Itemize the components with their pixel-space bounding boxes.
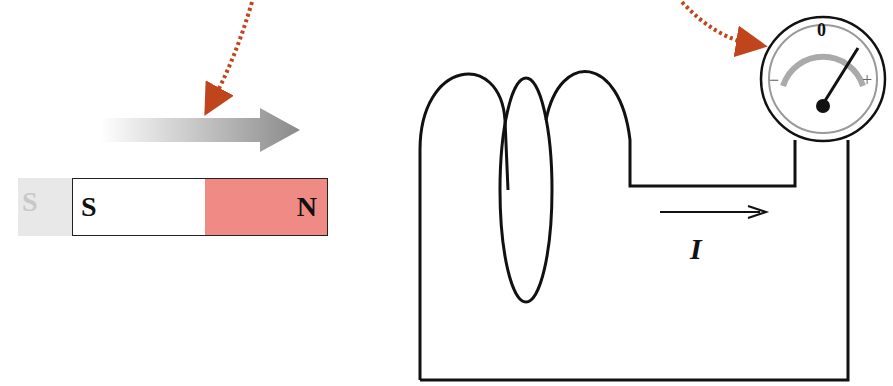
current-label: I bbox=[690, 232, 702, 266]
scale-plus: + bbox=[862, 70, 872, 91]
scale-minus: − bbox=[769, 70, 779, 91]
coil-loop bbox=[500, 78, 552, 302]
ghost-magnet bbox=[18, 178, 74, 236]
motion-arrow bbox=[100, 108, 300, 152]
ghost-pole-label: S bbox=[22, 186, 38, 218]
current-arrowhead bbox=[748, 206, 766, 218]
bar-magnet: SN bbox=[72, 178, 328, 236]
coil-wire bbox=[546, 71, 795, 186]
pole-label: S bbox=[81, 191, 97, 223]
leader-line bbox=[682, 2, 752, 44]
leader-line bbox=[212, 2, 252, 102]
current-arrow bbox=[660, 211, 760, 213]
circuit-wire bbox=[420, 140, 848, 380]
pole-label: N bbox=[297, 191, 317, 223]
coil-wire bbox=[420, 74, 508, 380]
scale-zero: 0 bbox=[817, 20, 826, 41]
galvanometer: 0 − + bbox=[758, 14, 888, 144]
